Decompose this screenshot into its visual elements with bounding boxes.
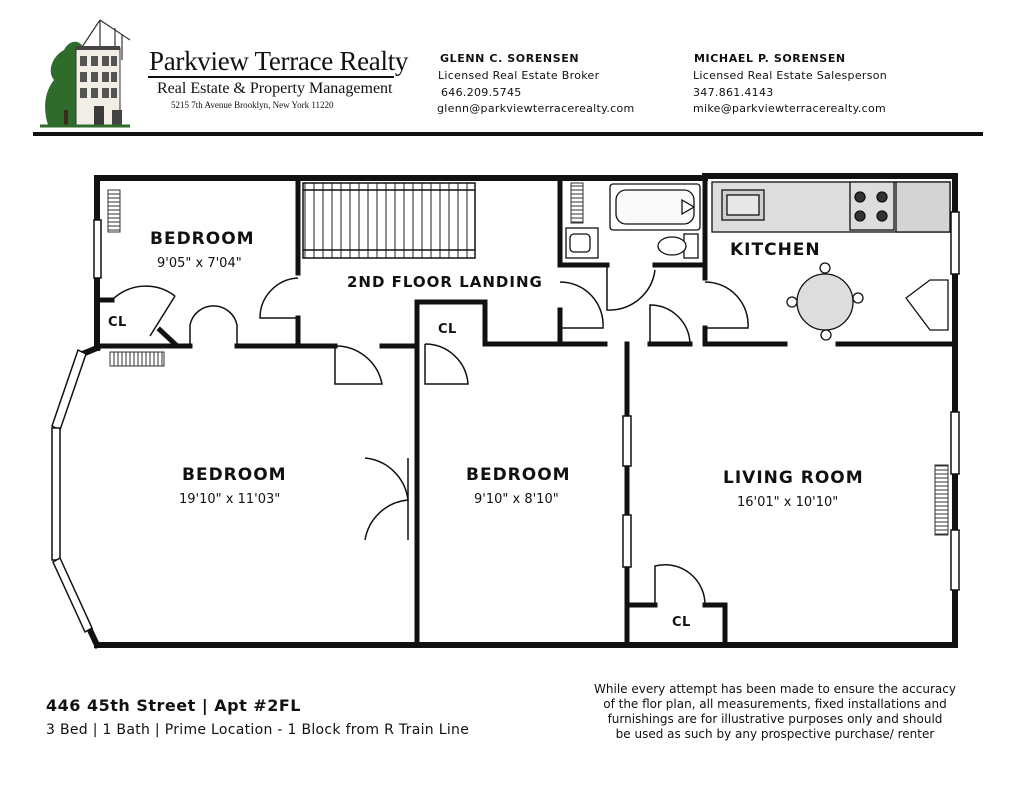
stairs — [302, 182, 476, 259]
bedroom-middle-dims: 9'10" x 8'10" — [474, 492, 559, 507]
brand-logo — [40, 19, 131, 128]
agent-1-name: GLENN C. SORENSEN — [440, 52, 580, 65]
disclaimer-line: be used as such by any prospective purch… — [615, 727, 935, 741]
brand-name: Parkview Terrace Realty — [149, 46, 409, 76]
bathroom-fixtures — [565, 183, 701, 259]
agent-1-phone[interactable]: 646.209.5745 — [441, 86, 522, 99]
closet-label: CL — [108, 315, 127, 330]
bedroom-middle-label: BEDROOM — [466, 465, 571, 485]
agent-1-title: Licensed Real Estate Broker — [438, 69, 600, 82]
landing-label: 2ND FLOOR LANDING — [347, 273, 543, 291]
bedroom-small-dims: 9'05" x 7'04" — [157, 256, 242, 271]
living-room-label: LIVING ROOM — [723, 468, 864, 488]
agent-2-title: Licensed Real Estate Salesperson — [693, 69, 888, 82]
disclaimer: While every attempt has been made to ens… — [585, 682, 965, 742]
agent-2-email[interactable]: mike@parkviewterracerealty.com — [693, 102, 887, 115]
agent-1-email[interactable]: glenn@parkviewterracerealty.com — [437, 102, 635, 115]
listing-subtitle: 3 Bed | 1 Bath | Prime Location - 1 Bloc… — [46, 722, 470, 738]
bedroom-large-dims: 19'10" x 11'03" — [179, 492, 281, 507]
agent-2-name: MICHAEL P. SORENSEN — [694, 52, 846, 65]
closet-label: CL — [438, 322, 457, 337]
windows — [93, 211, 960, 591]
header-divider — [33, 132, 983, 136]
agent-2-phone[interactable]: 347.861.4143 — [693, 86, 774, 99]
door-swings — [111, 265, 749, 606]
bay-window — [51, 348, 93, 634]
brand-address: 5215 7th Avenue Brooklyn, New York 11220 — [171, 100, 334, 110]
bedroom-small-label: BEDROOM — [150, 229, 255, 249]
radiators — [107, 182, 949, 536]
listing-title: 446 45th Street | Apt #2FL — [46, 696, 301, 715]
kitchen-fixtures — [711, 181, 951, 341]
disclaimer-line: furnishings are for illustrative purpose… — [607, 712, 943, 726]
closet-label: CL — [672, 615, 691, 630]
living-room-dims: 16'01" x 10'10" — [737, 495, 839, 510]
bedroom-large-label: BEDROOM — [182, 465, 287, 485]
brand-divider — [148, 76, 394, 78]
interior-walls — [94, 173, 958, 648]
disclaimer-line: While every attempt has been made to ens… — [594, 682, 956, 696]
brand-tagline: Real Estate & Property Management — [157, 80, 393, 97]
kitchen-label: KITCHEN — [730, 240, 821, 260]
disclaimer-line: of the flor plan, all measurements, fixe… — [603, 697, 947, 711]
